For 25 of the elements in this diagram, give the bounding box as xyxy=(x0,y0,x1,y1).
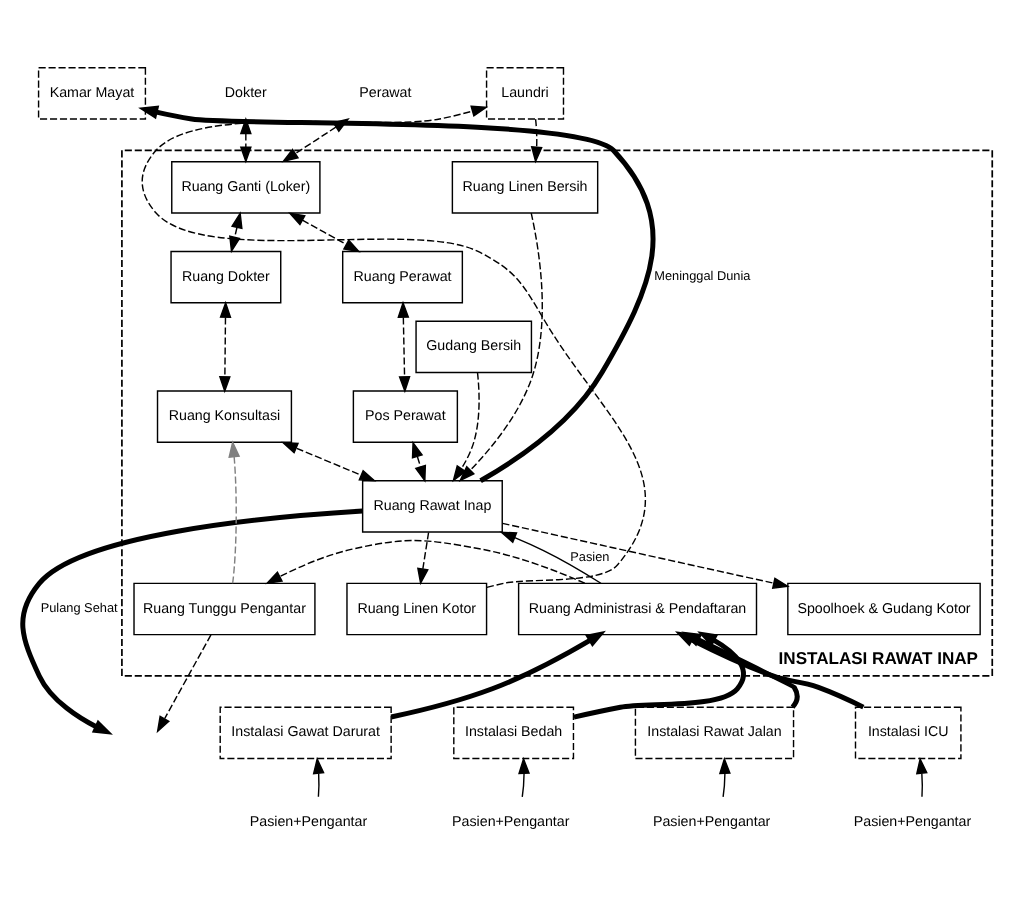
arrow xyxy=(239,116,252,163)
arrow xyxy=(452,371,480,482)
arrow xyxy=(458,211,543,481)
arrow xyxy=(138,104,656,482)
arrow xyxy=(280,440,377,481)
arrow xyxy=(390,629,606,719)
arrow xyxy=(518,755,531,797)
arrow xyxy=(501,521,790,588)
arrow xyxy=(156,633,212,733)
arrow xyxy=(265,538,586,584)
arrow xyxy=(718,755,731,797)
arrow xyxy=(411,439,427,482)
arrow xyxy=(229,210,243,253)
arrow xyxy=(288,211,361,252)
arrow xyxy=(530,117,543,163)
arrow xyxy=(499,530,602,583)
arrow xyxy=(915,755,928,797)
arrow xyxy=(417,530,430,585)
arrow xyxy=(312,755,325,797)
arrow xyxy=(397,299,411,393)
arrow xyxy=(141,104,646,588)
arrow xyxy=(281,117,350,162)
arrow xyxy=(20,507,363,734)
arrow xyxy=(218,299,232,393)
arrow xyxy=(228,439,241,583)
